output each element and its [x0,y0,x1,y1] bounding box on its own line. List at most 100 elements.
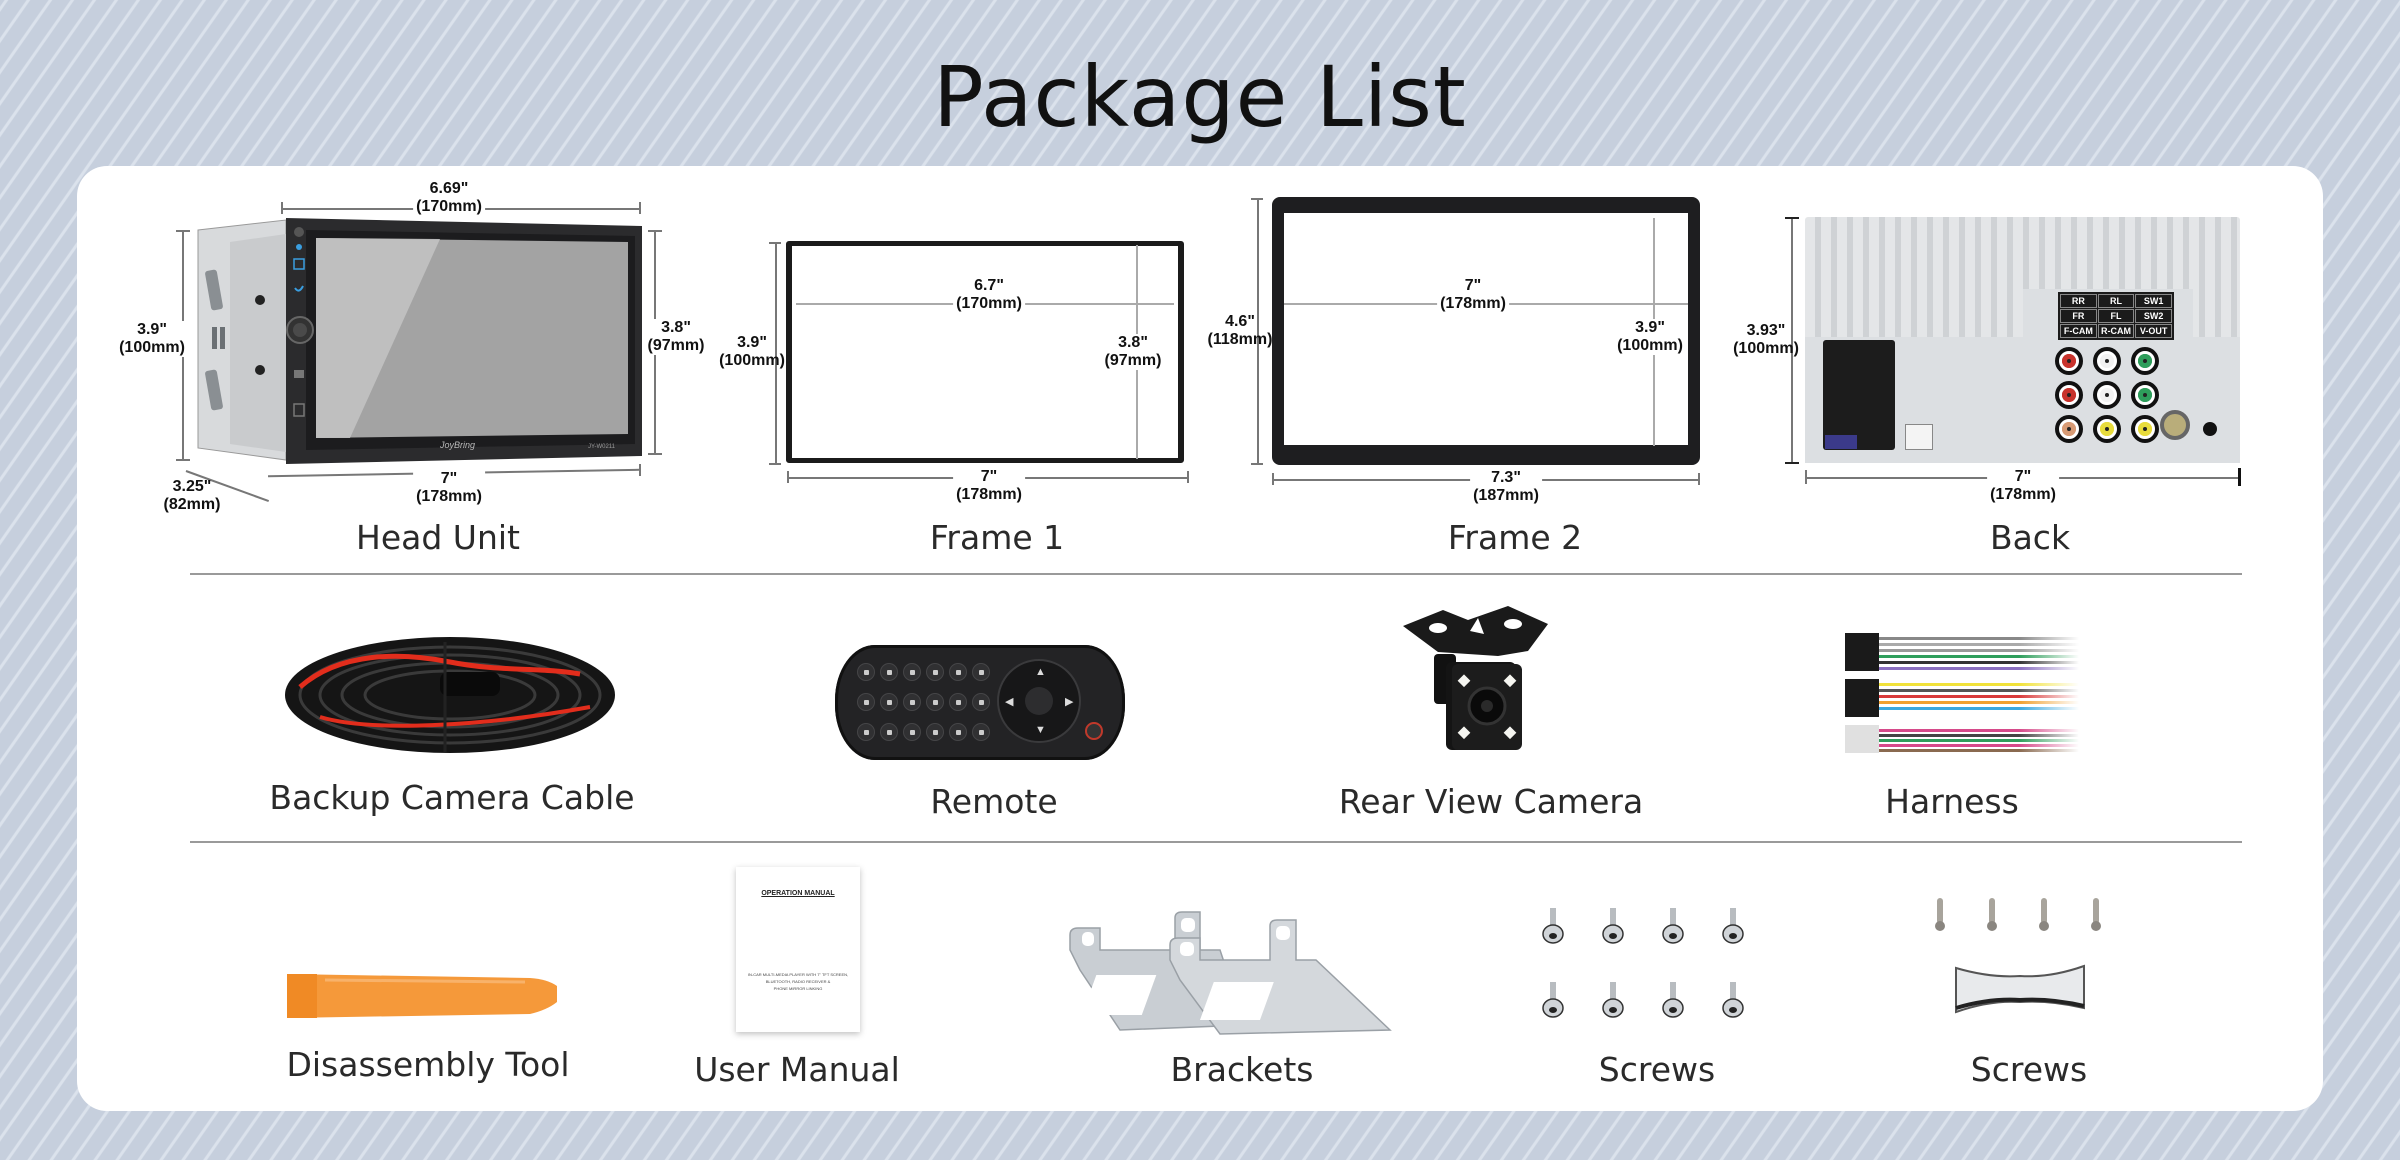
row-divider-2 [190,841,2242,843]
remote-button [926,663,944,681]
frame1-left-height: 3.9"(100mm) [719,334,785,369]
head-unit-left-height: 3.9"(100mm) [116,321,188,357]
screws-8-label: Screws [1598,1050,1716,1089]
frame2-image [1272,197,1700,465]
frame2-inner-width: 7"(178mm) [1437,277,1509,313]
remote-button [903,663,921,681]
head-unit-depth: 3.25"(82mm) [163,478,221,513]
remote-button [857,663,875,681]
screw-icon [1987,898,1997,931]
remote-button [880,723,898,741]
remote-button [903,693,921,711]
frame1-bottom-width: 7"(178mm) [953,468,1025,504]
remote-dpad: ▲ ▼ ◀ ▶ [997,659,1081,743]
harness-connector [1845,725,1879,753]
user-manual-image: OPERATION MANUAL IN-CAR MULTI-MEDIA PLAY… [736,867,860,1032]
screw-icon [1542,982,1564,1018]
screw-key-image [1955,964,2085,1014]
iso-connector [1823,340,1895,450]
rca-jack [2055,415,2083,443]
remote-power-button [1085,722,1103,740]
port-label: SW2 [2135,309,2172,323]
harness-connector [1845,633,1879,671]
remote-button [903,723,921,741]
head-unit-model: JY-W0211 [588,444,616,450]
remote-image: ▲ ▼ ◀ ▶ [835,645,1125,760]
remote-label: Remote [930,782,1058,821]
user-manual-label: User Manual [694,1050,900,1089]
backup-camera-cable-label: Backup Camera Cable [269,778,635,817]
port-label: RR [2060,294,2097,308]
head-unit-brand: JoyBring [439,440,475,450]
rear-view-camera-label: Rear View Camera [1338,782,1644,821]
remote-button [949,693,967,711]
head-unit-label: Head Unit [356,518,520,557]
port-label: FR [2060,309,2097,323]
back-width: 7"(178mm) [1987,468,2059,504]
harness-wire [1879,655,2079,658]
back-height: 3.93"(100mm) [1733,322,1799,357]
port-label: FL [2097,309,2135,323]
harness-wire [1879,739,2079,742]
rca-jack [2131,381,2159,409]
page-title: Package List [933,48,1467,146]
remote-button [949,723,967,741]
harness-wire [1879,701,2079,704]
screws-4-image [1932,898,2132,934]
remote-button [880,663,898,681]
head-unit-bottom-width: 7"(178mm) [413,470,485,506]
harness-wire [1879,695,2079,698]
frame2-label: Frame 2 [1447,518,1583,557]
remote-button [857,693,875,711]
harness-wire [1879,667,2079,670]
remote-button [926,723,944,741]
port-label: F-CAM [2060,324,2097,338]
frame1-label: Frame 1 [929,518,1065,557]
rca-jack [2131,415,2159,443]
port-label: V-OUT [2135,324,2172,338]
rca-jack [2093,347,2121,375]
back-label: Back [1989,518,2071,557]
harness-image [1845,633,2080,763]
manual-subtitle-line: PHONE MIRROR LINKING [773,986,823,991]
rca-jack [2055,347,2083,375]
rear-view-camera-image [1403,606,1548,750]
manual-title: OPERATION MANUAL [761,890,835,897]
backup-camera-cable-image [285,637,615,753]
screw-icon [1722,982,1744,1018]
harness-wire [1879,661,2079,664]
remote-button [857,723,875,741]
harness-wire [1879,637,2079,640]
screw-icon [1602,908,1624,944]
screw-icon [1722,908,1744,944]
remote-button [972,723,990,741]
rca-jack [2055,381,2083,409]
remote-button [926,693,944,711]
screws-8-image [1538,908,1758,1018]
remote-button [880,693,898,711]
harness-wire [1879,729,2079,732]
screw-icon [1542,908,1564,944]
screws-4-label: Screws [1970,1050,2088,1089]
manual-subtitle-line: IN-CAR MULTI-MEDIA PLAYER WITH 7" TFT SC… [747,972,849,977]
screw-icon [1662,908,1684,944]
harness-label: Harness [1885,782,2019,821]
harness-connector [1845,679,1879,717]
harness-wire [1879,643,2079,646]
harness-wire [1879,689,2079,692]
remote-button [972,663,990,681]
screw-icon [2039,898,2049,931]
disassembly-tool-image [287,974,557,1018]
brackets-label: Brackets [1170,1050,1314,1089]
frame2-bottom-width: 7.3"(187mm) [1470,469,1542,505]
rca-ports [2055,347,2163,443]
head-unit-right-height: 3.8"(97mm) [644,319,708,355]
harness-wire [1879,744,2079,747]
manual-subtitle-line: BLUETOOTH, RADIO RECEIVER & [765,979,831,984]
port-label: R-CAM [2097,324,2135,338]
harness-wire [1879,734,2079,737]
rca-jack [2093,415,2121,443]
harness-wire [1879,749,2079,752]
